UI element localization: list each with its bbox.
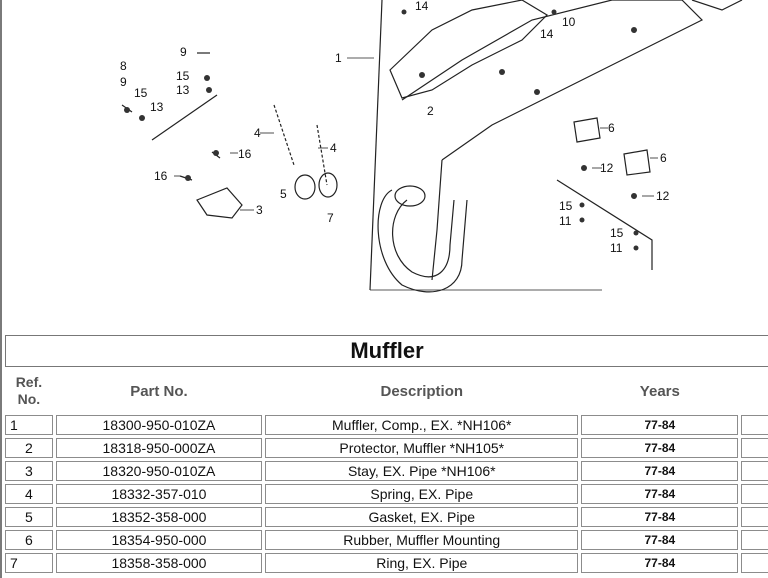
header-part-no: Part No. bbox=[130, 382, 188, 400]
cell-part-no[interactable]: 18352-358-000 bbox=[55, 507, 263, 527]
parts-table: Muffler Ref. No. Part No. Description Ye… bbox=[2, 332, 768, 576]
cell-ref: 6 bbox=[5, 530, 53, 550]
cell-description: Rubber, Muffler Mounting bbox=[265, 530, 579, 550]
cell-extra bbox=[741, 461, 768, 481]
table-row[interactable]: 6 18354-950-000 Rubber, Muffler Mounting… bbox=[5, 530, 768, 550]
cell-years: 77-84 bbox=[581, 507, 739, 527]
cell-part-no[interactable]: 18332-357-010 bbox=[55, 484, 263, 504]
header-extra bbox=[741, 370, 768, 412]
callout-15a: 15 bbox=[134, 86, 148, 100]
cell-years: 77-84 bbox=[581, 415, 739, 435]
cell-part-no[interactable]: 18320-950-010ZA bbox=[55, 461, 263, 481]
cell-years: 77-84 bbox=[581, 484, 739, 504]
cell-ref: 1 bbox=[5, 415, 53, 435]
cell-ref: 5 bbox=[5, 507, 53, 527]
cell-part-no[interactable]: 18318-950-000ZA bbox=[55, 438, 263, 458]
callout-4a: 4 bbox=[254, 126, 261, 140]
cell-years: 77-84 bbox=[581, 438, 739, 458]
callout-2: 2 bbox=[427, 104, 434, 118]
callout-14a: 14 bbox=[415, 0, 429, 13]
cell-extra bbox=[741, 438, 768, 458]
table-row[interactable]: 4 18332-357-010 Spring, EX. Pipe 77-84 bbox=[5, 484, 768, 504]
table-header-row: Ref. No. Part No. Description Years bbox=[5, 370, 768, 412]
cell-extra bbox=[741, 415, 768, 435]
cell-part-no[interactable]: 18354-950-000 bbox=[55, 530, 263, 550]
callout-13b: 13 bbox=[176, 83, 190, 97]
parts-diagram: 14 14 10 1 2 8 9 15 13 9 15 13 4 4 16 16… bbox=[2, 0, 768, 322]
callout-5: 5 bbox=[280, 187, 287, 201]
callout-8: 8 bbox=[120, 59, 127, 73]
cell-ref: 3 bbox=[5, 461, 53, 481]
callout-12a: 12 bbox=[600, 161, 614, 175]
cell-extra bbox=[741, 507, 768, 527]
header-description: Description bbox=[380, 382, 464, 400]
header-ref-no: Ref. No. bbox=[15, 374, 43, 407]
callout-11a: 11 bbox=[559, 214, 572, 228]
callout-7: 7 bbox=[327, 211, 334, 225]
callout-4b: 4 bbox=[330, 141, 337, 155]
cell-ref: 4 bbox=[5, 484, 53, 504]
callout-10: 10 bbox=[562, 15, 576, 29]
table-row[interactable]: 3 18320-950-010ZA Stay, EX. Pipe *NH106*… bbox=[5, 461, 768, 481]
cell-part-no[interactable]: 18300-950-010ZA bbox=[55, 415, 263, 435]
cell-extra bbox=[741, 553, 768, 573]
section-title: Muffler bbox=[5, 335, 768, 367]
window-left-border bbox=[0, 0, 2, 578]
callout-11b: 11 bbox=[610, 241, 623, 255]
callout-6a: 6 bbox=[608, 121, 615, 135]
callout-15d: 15 bbox=[610, 226, 624, 240]
cell-extra bbox=[741, 484, 768, 504]
callout-6b: 6 bbox=[660, 151, 667, 165]
table-row[interactable]: 7 18358-358-000 Ring, EX. Pipe 77-84 bbox=[5, 553, 768, 573]
callout-16b: 16 bbox=[154, 169, 168, 183]
table-title-row: Muffler bbox=[5, 335, 768, 367]
callout-12b: 12 bbox=[656, 189, 670, 203]
cell-years: 77-84 bbox=[581, 553, 739, 573]
cell-extra bbox=[741, 530, 768, 550]
cell-ref: 7 bbox=[5, 553, 53, 573]
cell-ref: 2 bbox=[5, 438, 53, 458]
cell-description: Gasket, EX. Pipe bbox=[265, 507, 579, 527]
header-years: Years bbox=[639, 382, 680, 400]
callout-9b: 9 bbox=[180, 45, 187, 59]
callout-1: 1 bbox=[335, 51, 342, 65]
callout-9a: 9 bbox=[120, 75, 127, 89]
cell-description: Protector, Muffler *NH105* bbox=[265, 438, 579, 458]
cell-description: Spring, EX. Pipe bbox=[265, 484, 579, 504]
cell-description: Ring, EX. Pipe bbox=[265, 553, 579, 573]
callout-15c: 15 bbox=[559, 199, 573, 213]
table-row[interactable]: 1 18300-950-010ZA Muffler, Comp., EX. *N… bbox=[5, 415, 768, 435]
callout-15b: 15 bbox=[176, 69, 190, 83]
cell-description: Stay, EX. Pipe *NH106* bbox=[265, 461, 579, 481]
cell-part-no[interactable]: 18358-358-000 bbox=[55, 553, 263, 573]
cell-years: 77-84 bbox=[581, 461, 739, 481]
table-row[interactable]: 2 18318-950-000ZA Protector, Muffler *NH… bbox=[5, 438, 768, 458]
callout-13a: 13 bbox=[150, 100, 164, 114]
callout-16a: 16 bbox=[238, 147, 252, 161]
exploded-view-drawing: 14 14 10 1 2 8 9 15 13 9 15 13 4 4 16 16… bbox=[120, 0, 743, 293]
table-row[interactable]: 5 18352-358-000 Gasket, EX. Pipe 77-84 bbox=[5, 507, 768, 527]
callout-3: 3 bbox=[256, 203, 263, 217]
cell-description: Muffler, Comp., EX. *NH106* bbox=[265, 415, 579, 435]
callout-14b: 14 bbox=[540, 27, 554, 41]
cell-years: 77-84 bbox=[581, 530, 739, 550]
